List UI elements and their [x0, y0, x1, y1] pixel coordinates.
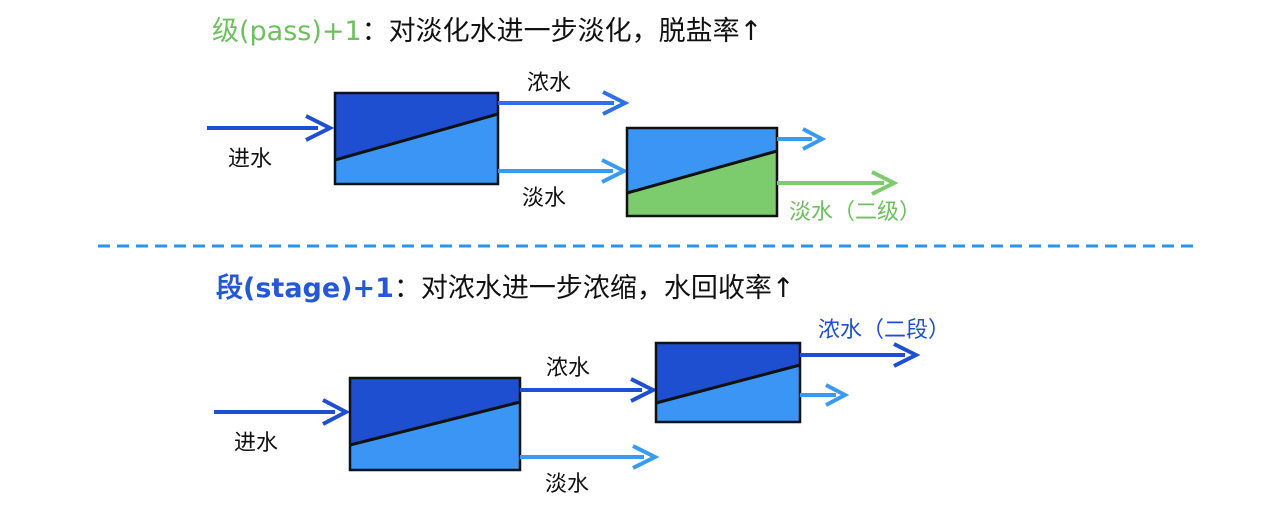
pass-concentrate-arrow [498, 90, 630, 116]
stage-2-permeate-arrow [800, 383, 850, 407]
pass-concentrate-label: 浓水 [527, 71, 571, 96]
pass-membrane-2 [625, 126, 779, 218]
stage-membrane-2 [654, 341, 802, 424]
stage-permeate-label: 淡水 [545, 472, 589, 497]
pass-2-concentrate-arrow [777, 127, 827, 151]
stage-feed-arrow [214, 398, 351, 426]
pass-feed-arrow [207, 114, 335, 142]
pass-feed-label: 进水 [228, 147, 272, 172]
stage-permeate-arrow [520, 444, 660, 470]
pass-2-permeate-arrow [777, 170, 899, 196]
stage-title: 段(stage)+1：对浓水进一步浓缩，水回收率↑ [216, 273, 795, 304]
pass-title-highlight: 级(pass)+1 [212, 16, 362, 47]
pass-permeate-arrow [498, 158, 629, 184]
stage-concentrate-arrow [520, 377, 658, 403]
pass-permeate-label: 淡水 [522, 186, 566, 211]
stage-title-highlight: 段(stage)+1 [216, 273, 394, 304]
stage-2-concentrate-label: 浓水（二段） [818, 318, 950, 343]
stage-2-concentrate-arrow [800, 342, 921, 368]
stage-membrane-1 [348, 376, 522, 472]
stage-concentrate-label: 浓水 [546, 356, 590, 381]
pass-membrane-1 [333, 91, 500, 186]
pass-title-rest: ：对淡化水进一步淡化，脱盐率↑ [362, 16, 763, 47]
stage-title-rest: ：对浓水进一步浓缩，水回收率↑ [394, 273, 795, 304]
stage-feed-label: 进水 [234, 431, 278, 456]
pass-title: 级(pass)+1：对淡化水进一步淡化，脱盐率↑ [212, 16, 762, 47]
pass-2-permeate-label: 淡水（二级） [789, 200, 921, 225]
